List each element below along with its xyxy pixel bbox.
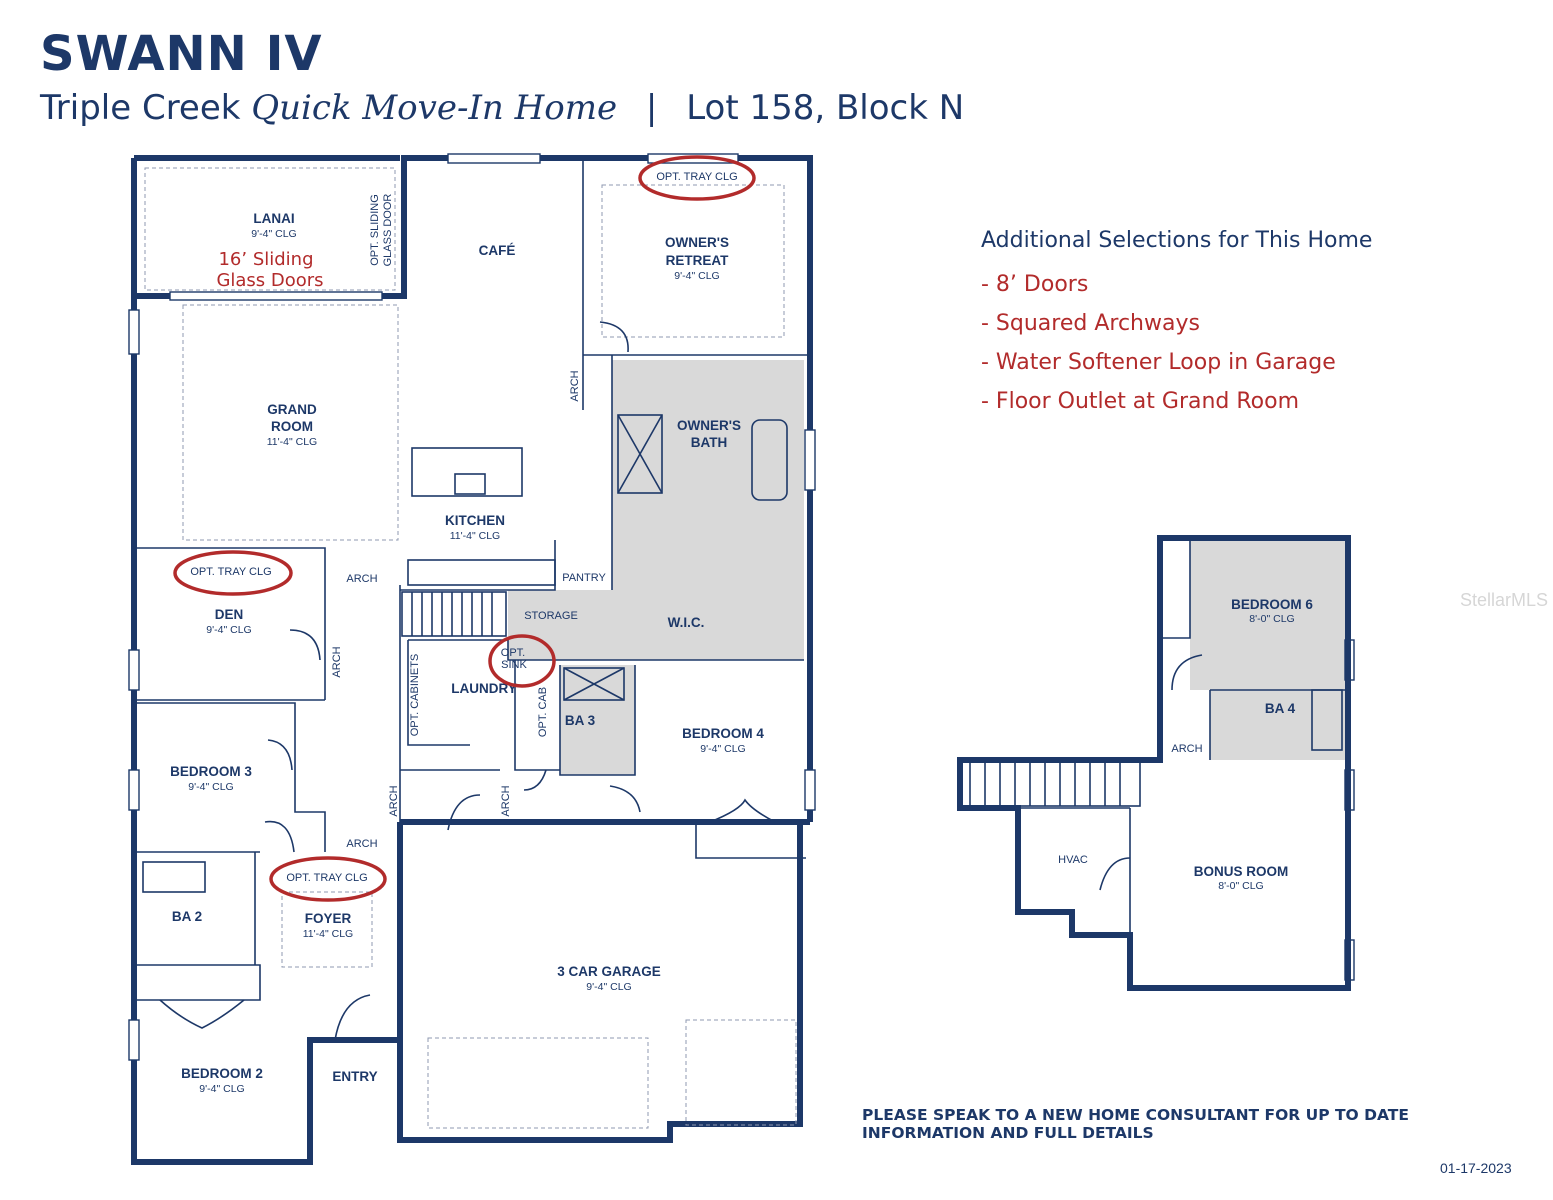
room-den: DEN [215, 607, 244, 622]
opt-sink-label-2: SINK [501, 659, 527, 671]
label-hvac: HVAC [1058, 854, 1088, 866]
room-ba4: BA 4 [1265, 701, 1296, 716]
room-bonus: BONUS ROOM [1194, 864, 1289, 879]
ceiling-bonus: 8'-0" CLG [1218, 880, 1263, 892]
room-laundry: LAUNDRY [451, 681, 517, 696]
opt-sliding-label-2: GLASS DOOR [382, 194, 394, 267]
upper-floor [957, 535, 1351, 991]
arch-label: ARCH [1171, 743, 1202, 755]
community-name: Triple Creek [40, 88, 241, 128]
opt-sliding-label-1: OPT. SLIDING [369, 194, 381, 266]
room-bedroom3: BEDROOM 3 [170, 764, 252, 779]
opt-tray-label-den: OPT. TRAY CLG [190, 566, 271, 578]
room-ba3: BA 3 [565, 713, 596, 728]
selection-item: - Floor Outlet at Grand Room [981, 389, 1300, 414]
page-title: SWANN IV [40, 26, 323, 82]
arch-label: ARCH [388, 785, 400, 816]
room-lanai: LANAI [253, 211, 294, 226]
ceiling-bedroom2: 9'-4" CLG [199, 1083, 244, 1095]
opt-tray-label-retreat: OPT. TRAY CLG [656, 171, 737, 183]
room-cafe: CAFÉ [479, 243, 516, 258]
stairs-upper [957, 761, 1141, 807]
room-grand-2: ROOM [271, 419, 313, 434]
ceiling-garage: 9'-4" CLG [586, 981, 631, 993]
ceiling-bedroom6: 8'-0" CLG [1249, 613, 1294, 625]
ceiling-kitchen: 11'-4" CLG [450, 530, 500, 542]
arch-label: ARCH [331, 646, 343, 677]
room-kitchen: KITCHEN [445, 513, 505, 528]
ceiling-lanai: 9'-4" CLG [251, 228, 296, 240]
ceiling-grand: 11'-4" CLG [267, 436, 317, 448]
lot-info: Lot 158, Block N [686, 88, 965, 128]
additional-selections: Additional Selections for This Home - 8’… [981, 228, 1372, 421]
interior-walls [134, 160, 808, 1001]
room-wic: W.I.C. [668, 615, 705, 630]
highlight-circles [173, 155, 756, 902]
sliding-note-line2: Glass Doors [216, 270, 323, 291]
selections-heading: Additional Selections for This Home [981, 228, 1373, 253]
room-grand-1: GRAND [267, 402, 317, 417]
room-owners-retreat-2: RETREAT [666, 253, 730, 268]
room-garage: 3 CAR GARAGE [557, 964, 661, 979]
page-subtitle: Triple Creek Quick Move-In Home | Lot 15… [40, 88, 964, 128]
fixtures [142, 414, 1343, 893]
room-labels: LANAI 9'-4" CLG 16’ Sliding Glass Doors … [170, 211, 1313, 1095]
opt-cab-label: OPT. CAB [537, 687, 549, 737]
disclaimer: PLEASE SPEAK TO A NEW HOME CONSULTANT FO… [862, 1106, 1409, 1142]
ceiling-foyer: 11'-4" CLG [303, 928, 353, 940]
doors [159, 321, 1203, 1041]
ceiling-bedroom3: 9'-4" CLG [188, 781, 233, 793]
grey-areas [508, 360, 1348, 775]
room-bedroom6: BEDROOM 6 [1231, 597, 1313, 612]
selection-item: - 8’ Doors [981, 272, 1089, 297]
ceiling-owners-retreat: 9'-4" CLG [674, 270, 719, 282]
ceiling-bedroom4: 9'-4" CLG [700, 743, 745, 755]
room-owners-bath-1: OWNER'S [677, 418, 741, 433]
room-owners-bath-2: BATH [691, 435, 728, 450]
arch-label: ARCH [346, 838, 377, 850]
room-entry: ENTRY [332, 1069, 377, 1084]
room-bedroom4: BEDROOM 4 [682, 726, 764, 741]
annotations: ARCH ARCH ARCH ARCH ARCH ARCH ARCH OPT. … [190, 171, 1202, 884]
label-storage: STORAGE [524, 610, 578, 622]
dashed-outlines [144, 167, 797, 1129]
watermark: StellarMLS [1460, 590, 1549, 610]
ceiling-den: 9'-4" CLG [206, 624, 251, 636]
label-pantry: PANTRY [562, 572, 606, 584]
home-type: Quick Move-In Home [251, 88, 618, 128]
subtitle-separator: | [645, 88, 658, 128]
stairs-main [401, 591, 507, 637]
selection-item: - Water Softener Loop in Garage [981, 350, 1336, 375]
opt-tray-label-foyer: OPT. TRAY CLG [286, 872, 367, 884]
selection-item: - Squared Archways [981, 311, 1200, 336]
room-bedroom2: BEDROOM 2 [181, 1066, 263, 1081]
arch-label: ARCH [569, 370, 581, 401]
opt-sink-label-1: OPT. [501, 647, 525, 659]
room-foyer: FOYER [305, 911, 352, 926]
arch-label: ARCH [346, 573, 377, 585]
room-owners-retreat-1: OWNER'S [665, 235, 729, 250]
opt-cabinets-label: OPT. CABINETS [409, 654, 421, 737]
plan-date: 01-17-2023 [1440, 1160, 1512, 1176]
arch-label: ARCH [500, 785, 512, 816]
sliding-note-line1: 16’ Sliding [218, 249, 313, 270]
room-ba2: BA 2 [172, 909, 202, 924]
